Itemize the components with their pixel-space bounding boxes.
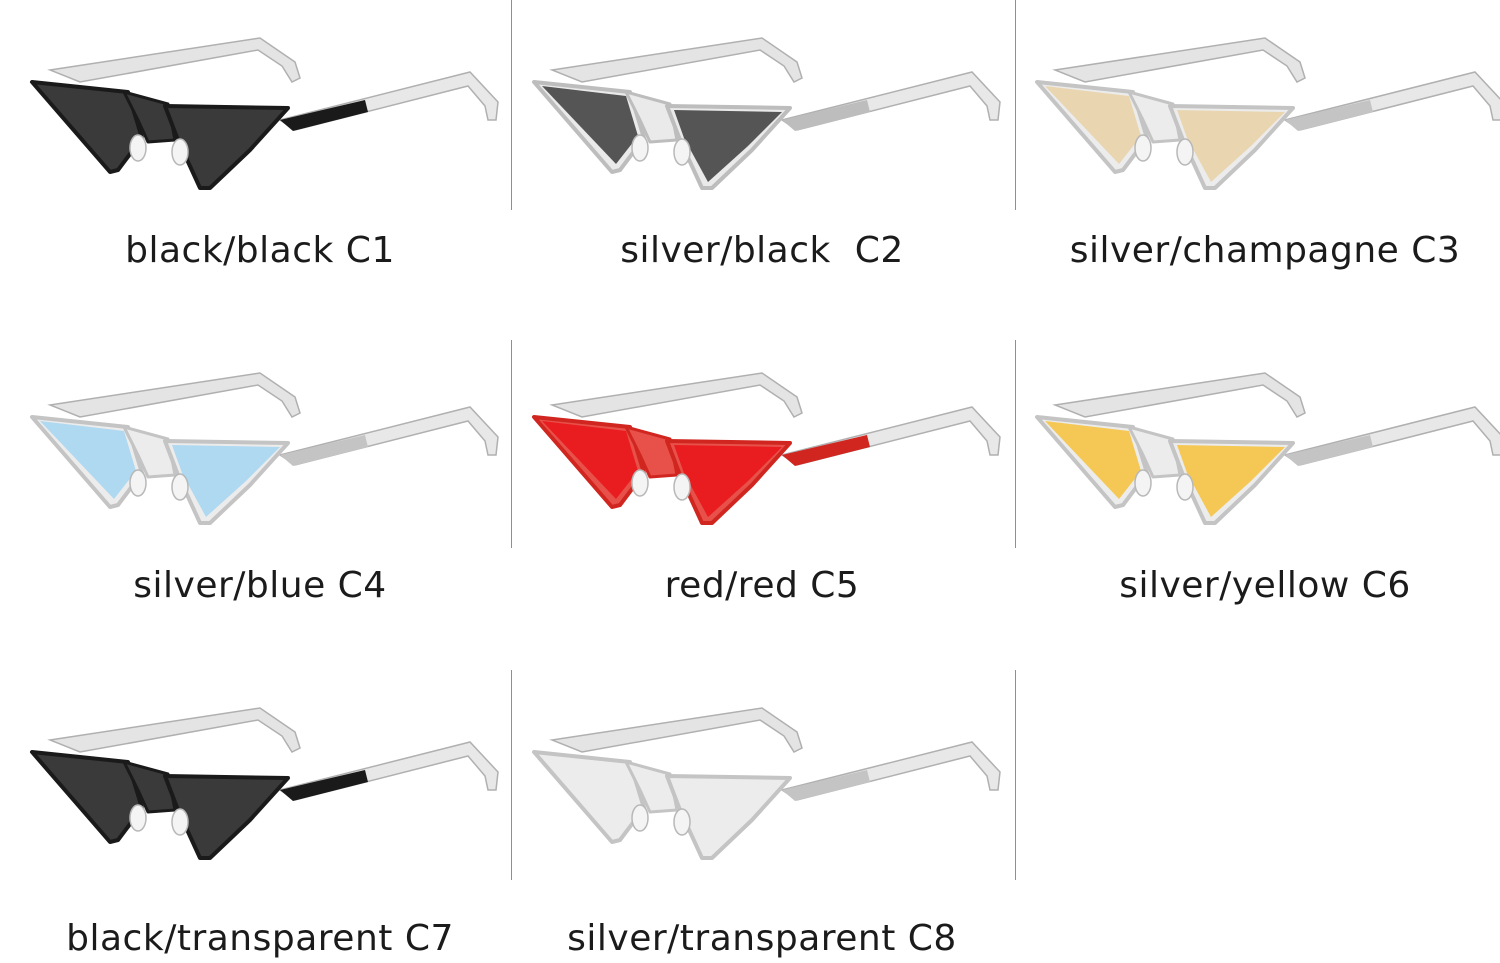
- temple-hinge: [782, 435, 870, 466]
- right-lens: [1177, 110, 1285, 182]
- left-lens: [542, 421, 638, 499]
- cat-eye-sunglasses-image: [30, 372, 499, 525]
- temple-hinge: [280, 435, 368, 466]
- temple-hinge: [280, 100, 368, 131]
- color-variant-cell: silver/champagne C3: [1015, 0, 1500, 963]
- bridge-plate: [122, 760, 177, 814]
- color-variant-label: black/black C1: [125, 230, 395, 271]
- cell-divider: [1015, 0, 1016, 210]
- color-variant-cell: black/transparent C7: [10, 0, 510, 963]
- color-variant-cell: black/black C1: [10, 0, 510, 963]
- color-variant-label: silver/blue C4: [133, 565, 387, 606]
- nose-pad: [631, 804, 649, 832]
- left-lens-frame: [30, 750, 144, 844]
- nose-pad: [171, 808, 189, 836]
- nose-pad: [171, 138, 189, 166]
- nose-pad: [673, 473, 691, 501]
- nose-pad: [129, 804, 147, 832]
- back-temple-arm: [1052, 37, 1306, 83]
- cat-eye-sunglasses-image: [532, 372, 1001, 525]
- color-variant-label: black/transparent C7: [66, 918, 454, 959]
- cat-eye-sunglasses-image: [1035, 372, 1500, 525]
- color-variant-cell: silver/black C2: [512, 0, 1012, 963]
- cell-divider: [511, 0, 512, 210]
- bridge-plate: [122, 90, 177, 144]
- bridge-plate: [1127, 90, 1182, 144]
- right-lens: [674, 110, 782, 182]
- bridge-plate: [122, 425, 177, 479]
- color-variant-label: silver/black C2: [620, 230, 904, 271]
- color-variant-label: silver/transparent C8: [567, 918, 957, 959]
- cat-eye-sunglasses-image: [30, 37, 499, 190]
- left-lens: [542, 756, 638, 834]
- right-lens: [172, 445, 280, 517]
- color-variant-label: red/red C5: [664, 565, 860, 606]
- cat-eye-sunglasses-image: [30, 707, 499, 860]
- cell-divider: [511, 670, 512, 880]
- back-temple-arm: [549, 707, 803, 753]
- bridge-plate: [624, 425, 679, 479]
- nose-pad: [631, 134, 649, 162]
- left-lens: [1045, 86, 1141, 164]
- nose-pad: [1176, 138, 1194, 166]
- cell-divider: [1015, 670, 1016, 880]
- nose-pad: [631, 469, 649, 497]
- bridge-plate: [624, 90, 679, 144]
- back-temple-arm: [549, 37, 803, 83]
- cat-eye-sunglasses-image: [532, 707, 1001, 860]
- nose-pad: [1176, 473, 1194, 501]
- color-variant-label: silver/champagne C3: [1069, 230, 1461, 271]
- right-lens: [1177, 445, 1285, 517]
- back-temple-arm: [549, 372, 803, 418]
- left-lens: [542, 86, 638, 164]
- left-lens: [40, 756, 136, 834]
- cat-eye-sunglasses-image: [532, 37, 1001, 190]
- temple-hinge: [1285, 435, 1373, 466]
- bridge-plate: [624, 760, 679, 814]
- right-lens: [172, 110, 280, 182]
- nose-pad: [1134, 469, 1152, 497]
- cell-divider: [511, 340, 512, 548]
- temple-hinge: [1285, 100, 1373, 131]
- temple-hinge: [782, 100, 870, 131]
- right-lens: [674, 445, 782, 517]
- left-lens: [40, 421, 136, 499]
- back-temple-arm: [47, 372, 301, 418]
- left-lens: [1045, 421, 1141, 499]
- nose-pad: [673, 808, 691, 836]
- color-variant-cell: red/red C5: [512, 0, 1012, 963]
- nose-pad: [1134, 134, 1152, 162]
- back-temple-arm: [47, 37, 301, 83]
- nose-pad: [673, 138, 691, 166]
- color-variant-label: silver/yellow C6: [1119, 565, 1411, 606]
- left-lens-frame: [532, 750, 646, 844]
- color-variant-cell: silver/yellow C6: [1015, 0, 1500, 963]
- left-lens: [40, 86, 136, 164]
- nose-pad: [129, 134, 147, 162]
- temple-hinge: [782, 770, 870, 801]
- cell-divider: [1015, 340, 1016, 548]
- bridge-plate: [1127, 425, 1182, 479]
- temple-hinge: [280, 770, 368, 801]
- color-variant-cell: silver/blue C4: [10, 0, 510, 963]
- nose-pad: [171, 473, 189, 501]
- color-variant-cell: silver/transparent C8: [512, 0, 1012, 963]
- nose-pad: [129, 469, 147, 497]
- cat-eye-sunglasses-image: [1035, 37, 1500, 190]
- back-temple-arm: [1052, 372, 1306, 418]
- back-temple-arm: [47, 707, 301, 753]
